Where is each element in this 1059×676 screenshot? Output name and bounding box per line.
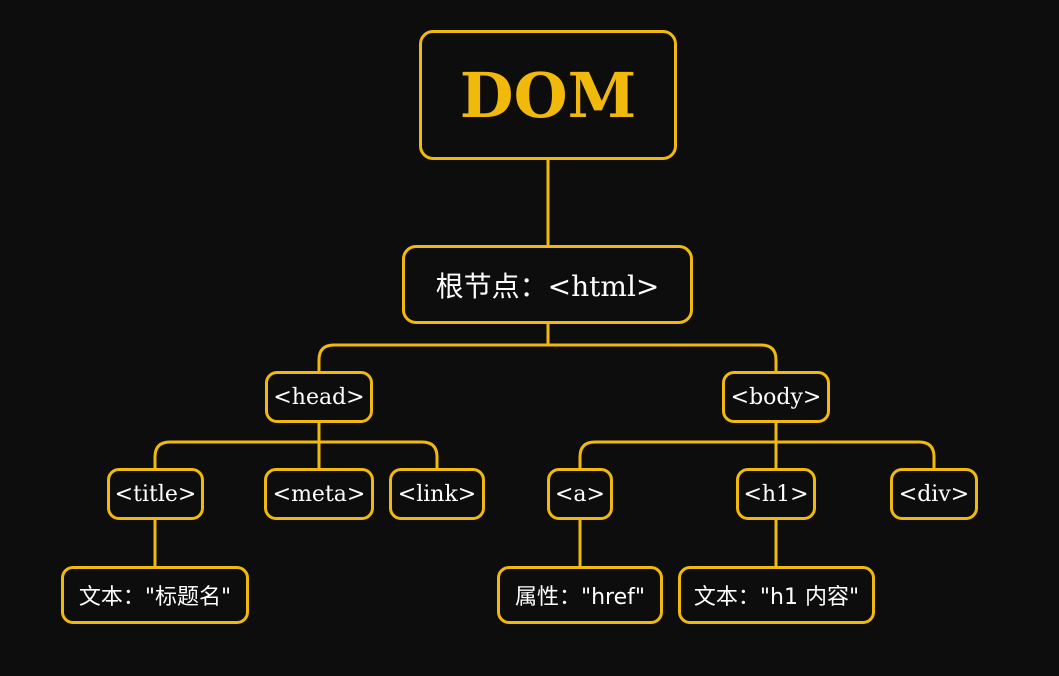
h1-node: <h1>: [736, 468, 816, 520]
h1-text-label: 文本："h1 内容": [693, 585, 860, 610]
a-attr-node: 属性："href": [497, 566, 663, 624]
a-attr-label: 属性："href": [514, 585, 646, 610]
head-label: <head>: [273, 384, 365, 410]
head-node: <head>: [265, 371, 373, 423]
div-node: <div>: [890, 468, 978, 520]
link-node: <link>: [389, 468, 485, 520]
meta-node: <meta>: [264, 468, 374, 520]
dom-root-node: DOM: [419, 30, 677, 160]
title-text-label: 文本："标题名": [78, 585, 232, 610]
title-node: <title>: [107, 468, 204, 520]
edge-head-children: [153, 422, 439, 468]
a-node: <a>: [547, 468, 613, 520]
html-root-label: 根节点：<html>: [435, 269, 660, 303]
body-label: <body>: [730, 384, 822, 410]
h1-text-node: 文本："h1 内容": [678, 566, 875, 624]
dom-root-label: DOM: [459, 58, 637, 132]
div-label: <div>: [898, 481, 970, 507]
title-label: <title>: [114, 481, 197, 507]
edge-html-children: [317, 324, 778, 371]
body-node: <body>: [722, 371, 830, 423]
link-label: <link>: [397, 481, 477, 507]
h1-label: <h1>: [743, 481, 809, 507]
title-text-node: 文本："标题名": [61, 566, 249, 624]
html-root-node: 根节点：<html>: [402, 245, 693, 324]
a-label: <a>: [555, 481, 605, 507]
edge-body-children: [578, 422, 936, 468]
meta-label: <meta>: [272, 481, 366, 507]
